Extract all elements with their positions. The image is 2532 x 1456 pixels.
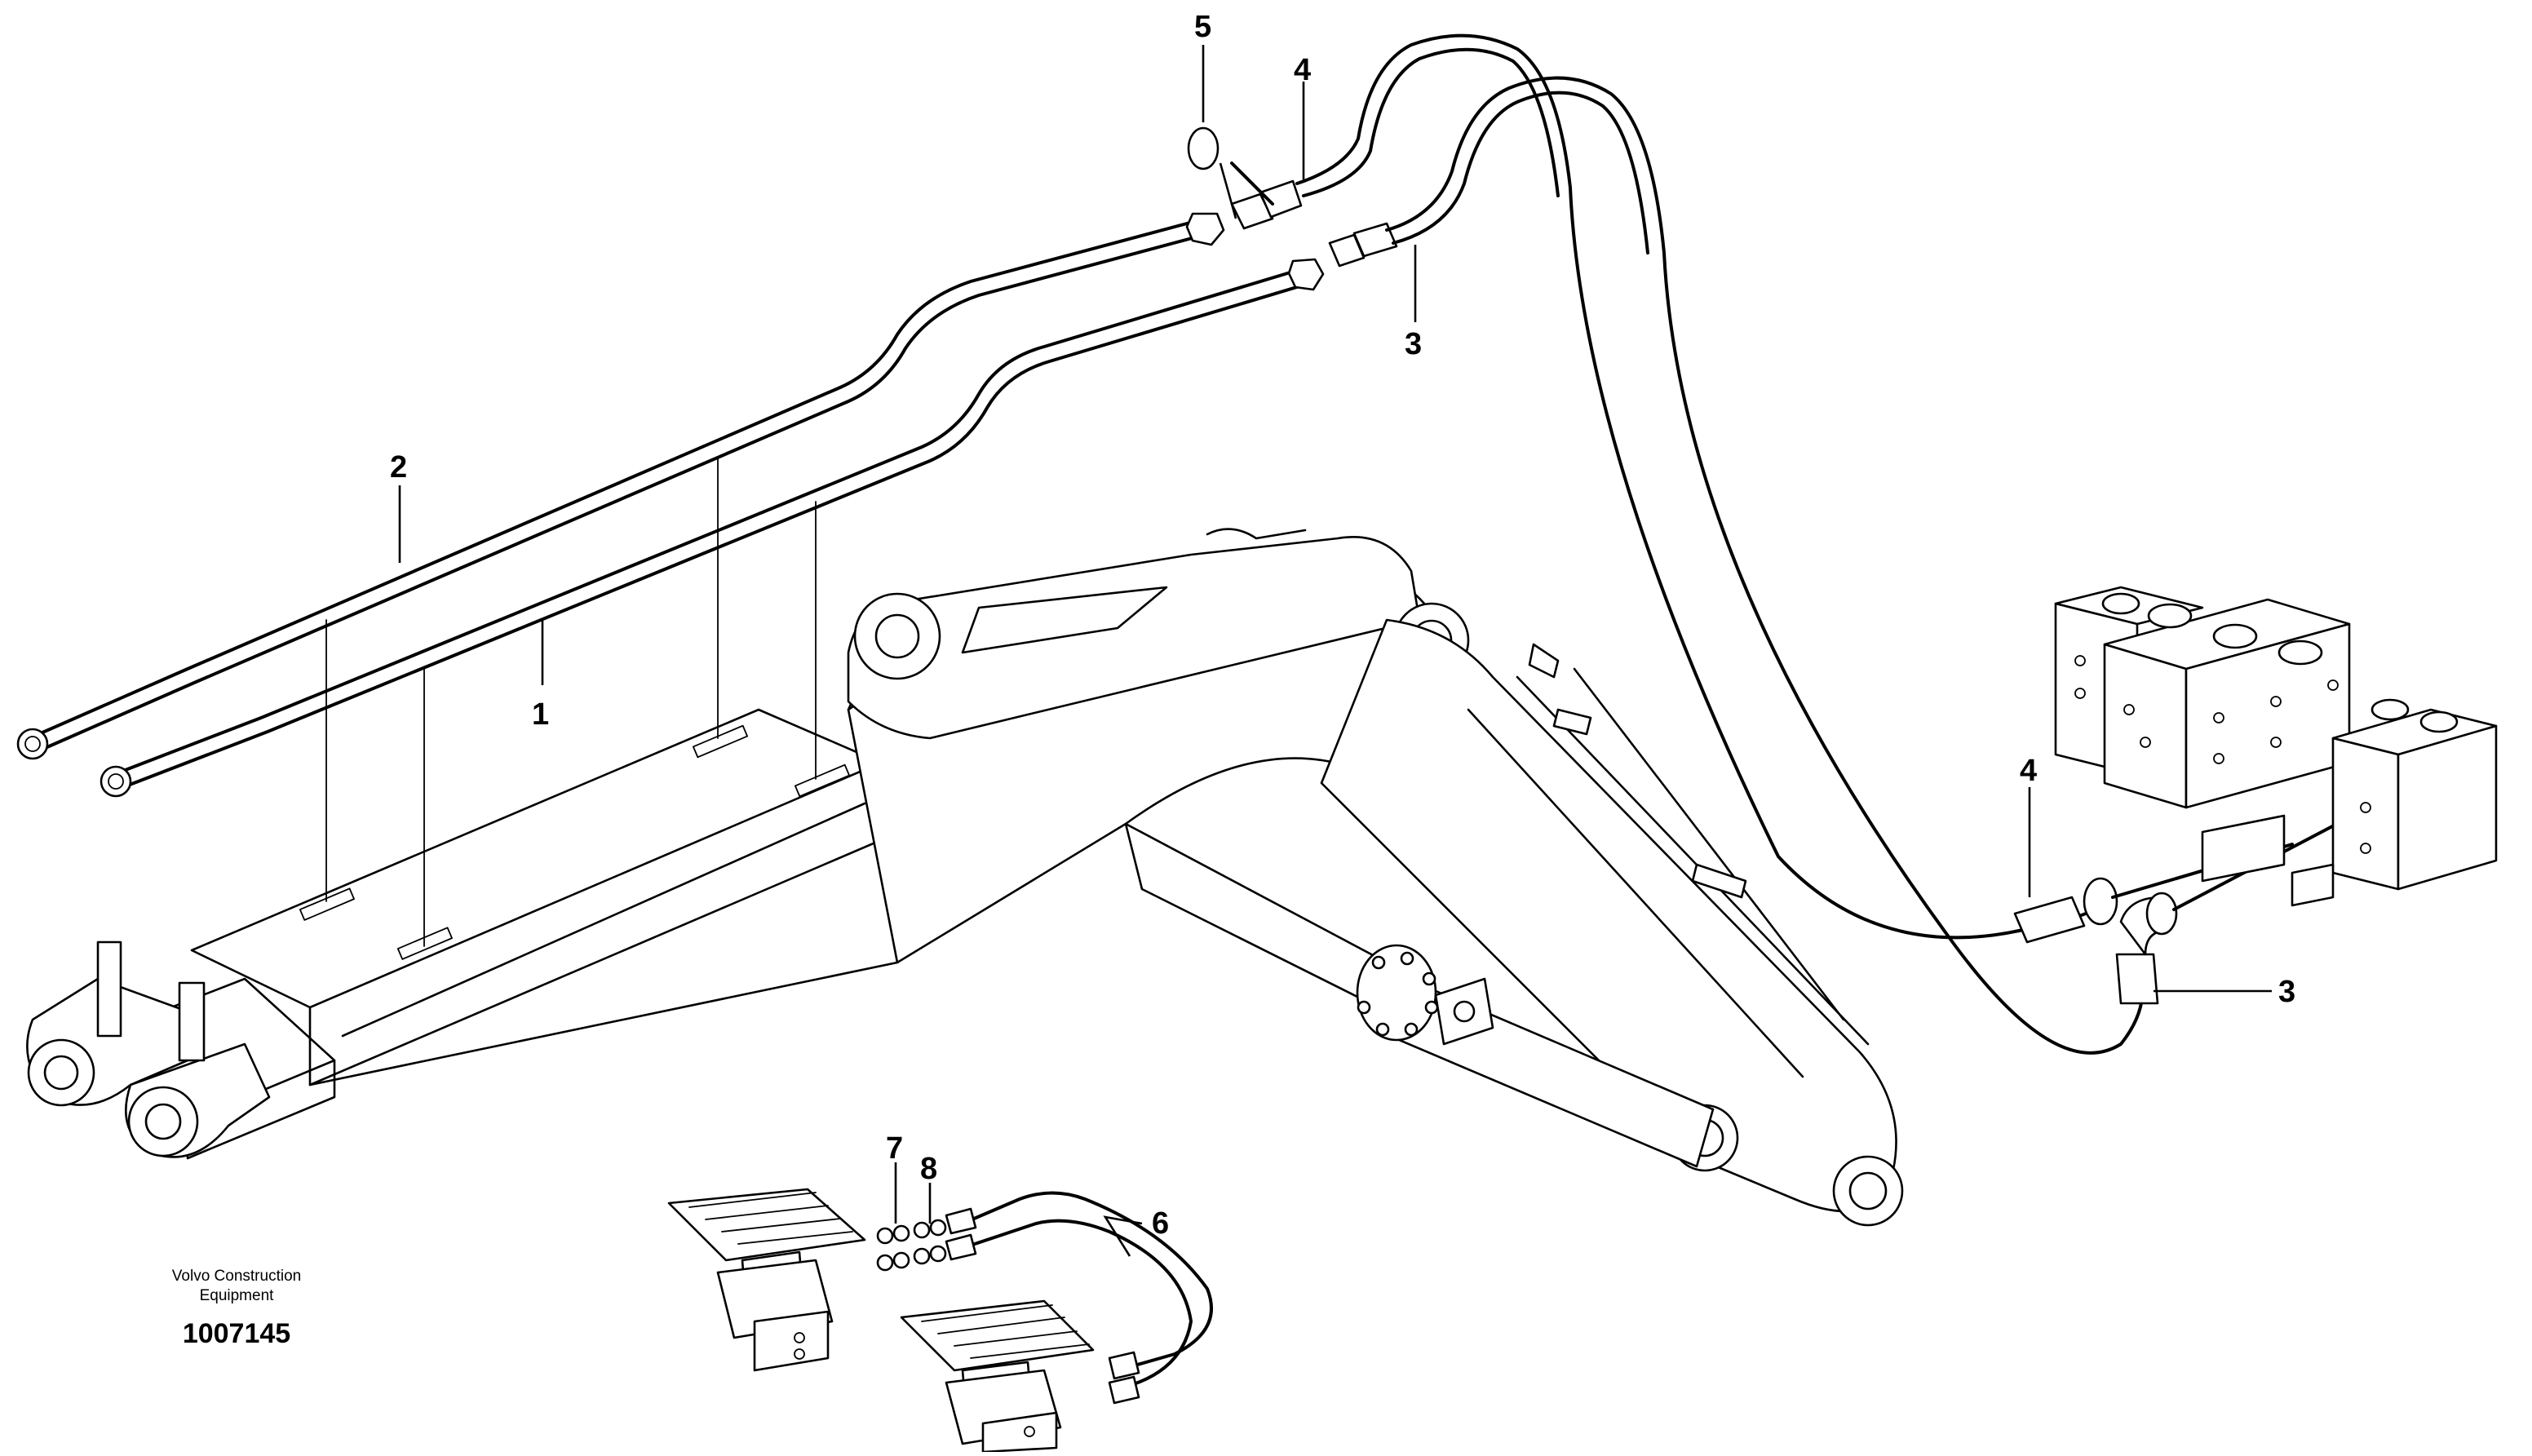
footer-brand-line1: Volvo Construction [172,1268,301,1285]
callout-3-right: 3 [2278,975,2295,1009]
pedal-lower [900,1299,1095,1454]
callout-7: 7 [886,1131,903,1166]
valve-ports [2074,655,2371,854]
pipe-2 [16,219,1206,760]
callout-4-top: 4 [1294,53,1311,87]
cylinder-bolts [1357,951,1439,1037]
pedal-hoses [945,1191,1213,1405]
callout-1: 1 [532,697,549,732]
pipe-1 [100,268,1309,798]
callout-8: 8 [920,1152,937,1186]
fittings-7-8 [876,1219,947,1272]
callout-3-top: 3 [1405,327,1422,361]
document-number: 1007145 [183,1318,290,1349]
solenoid-caps [2101,592,2459,733]
hose-3 [1385,76,2145,1055]
pipe-nuts [1185,212,1325,291]
fitting-lower [1328,222,1398,268]
callout-5: 5 [1194,10,1211,44]
callout-2: 2 [390,450,407,485]
hose-end-3 [2115,822,2339,1005]
o-ring [1187,126,1220,170]
leader-lines [398,45,2272,1257]
excavator-boom [26,456,1904,1227]
valve-block [2054,586,2498,907]
callout-6: 6 [1152,1206,1169,1241]
footer-brand-line2: Equipment [200,1287,275,1304]
pedal-upper [667,1188,866,1372]
fitting-upper [1230,162,1303,230]
callout-4-right: 4 [2020,754,2037,788]
